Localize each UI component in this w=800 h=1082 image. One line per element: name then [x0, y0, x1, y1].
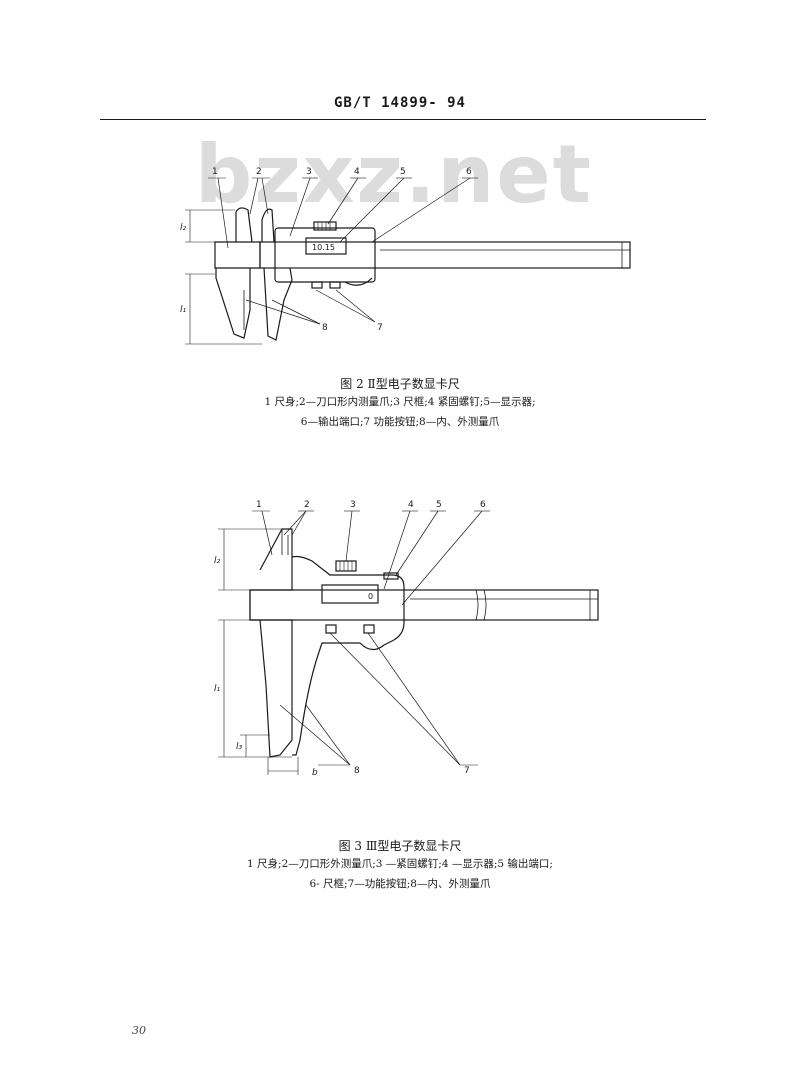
fig2-callout-2: 2	[256, 167, 262, 177]
fig3-callout-3: 3	[350, 500, 356, 510]
fig2-callout-1: 1	[212, 167, 218, 177]
fig2-callout-6: 6	[466, 167, 472, 177]
fig3-display-reading: 0	[368, 592, 373, 601]
fig3-callout-5: 5	[436, 500, 442, 510]
figure-3-legend-line-2: 6- 尺框;7—功能按钮;8—内、外测量爪	[309, 878, 491, 890]
fig3-dim-label-b: b	[312, 768, 318, 778]
figure-2-drawing: 1 2 3 4 5 6 7 8 l₂ l₁ 10.15	[180, 167, 631, 345]
fig2-callout-8: 8	[322, 323, 328, 333]
fig3-button-2	[363, 624, 375, 634]
figure-3-legend-line-1: 1 尺身;2—刀口形外测量爪;3 —紧固螺钉;4 —显示器;5 输出端口;	[247, 858, 553, 870]
fig3-button-1	[325, 624, 337, 634]
fig2-callout-4: 4	[354, 167, 360, 177]
fig3-callout-2: 2	[304, 500, 310, 510]
fig2-inner-jaw-moving	[261, 208, 275, 243]
fig2-callout-5: 5	[400, 167, 406, 177]
page-number: 30	[132, 1024, 146, 1037]
figure-3-caption: 图 3 Ⅲ型电子数显卡尺	[338, 839, 462, 853]
fig3-output-port	[383, 572, 399, 580]
fig3-callout-6: 6	[480, 500, 486, 510]
fig3-dim-label-l2: l₂	[214, 556, 221, 566]
fig2-inner-jaw-fixed	[235, 207, 253, 243]
fig2-main-body	[214, 241, 261, 269]
fig3-slider-frame	[291, 555, 405, 756]
fig2-outer-jaw-moving	[263, 267, 293, 341]
fig2-dim-label-l1: l₁	[180, 305, 187, 315]
fig2-slider-tail	[344, 277, 373, 286]
standard-code-header: GB/T 14899- 94	[333, 95, 466, 111]
fig2-dim-label-l2: l₂	[180, 223, 187, 233]
header-rule	[100, 119, 706, 120]
fig2-locking-screw	[313, 221, 337, 231]
fig2-callout-7: 7	[377, 323, 383, 333]
fig3-callout-7: 7	[464, 766, 470, 776]
fig2-button-2	[329, 281, 341, 289]
fig3-locking-screw	[335, 560, 357, 572]
figure-2-legend-line-2: 6—输出端口;7 功能按钮;8—内、外测量爪	[300, 416, 500, 428]
figure-3-drawing: 1 2 3 4 5 6 7 8 l₂ l₁ l₃ b 0	[214, 500, 599, 778]
fig2-button-1	[311, 281, 323, 289]
fig3-beam-break	[475, 589, 479, 621]
figure-2-caption: 图 2 Ⅱ型电子数显卡尺	[340, 377, 460, 391]
fig3-dim-label-l1: l₁	[214, 684, 221, 694]
fig2-display-reading: 10.15	[312, 243, 335, 252]
fig3-main-body	[249, 528, 293, 758]
fig2-slider-frame	[274, 227, 376, 283]
fig3-main-beam	[249, 589, 599, 621]
fig2-callout-3: 3	[306, 167, 312, 177]
fig3-callout-1: 1	[256, 500, 262, 510]
fig3-display	[321, 584, 379, 604]
fig2-outer-jaw-fixed	[215, 268, 251, 339]
fig2-display	[305, 237, 347, 255]
fig3-callout-4: 4	[408, 500, 414, 510]
fig3-callout-8: 8	[354, 766, 360, 776]
fig3-dim-label-l3: l₃	[236, 742, 243, 752]
figure-2-legend-line-1: 1 尺身;2—刀口形内测量爪;3 尺框;4 紧固螺钉;5—显示器;	[264, 396, 536, 408]
